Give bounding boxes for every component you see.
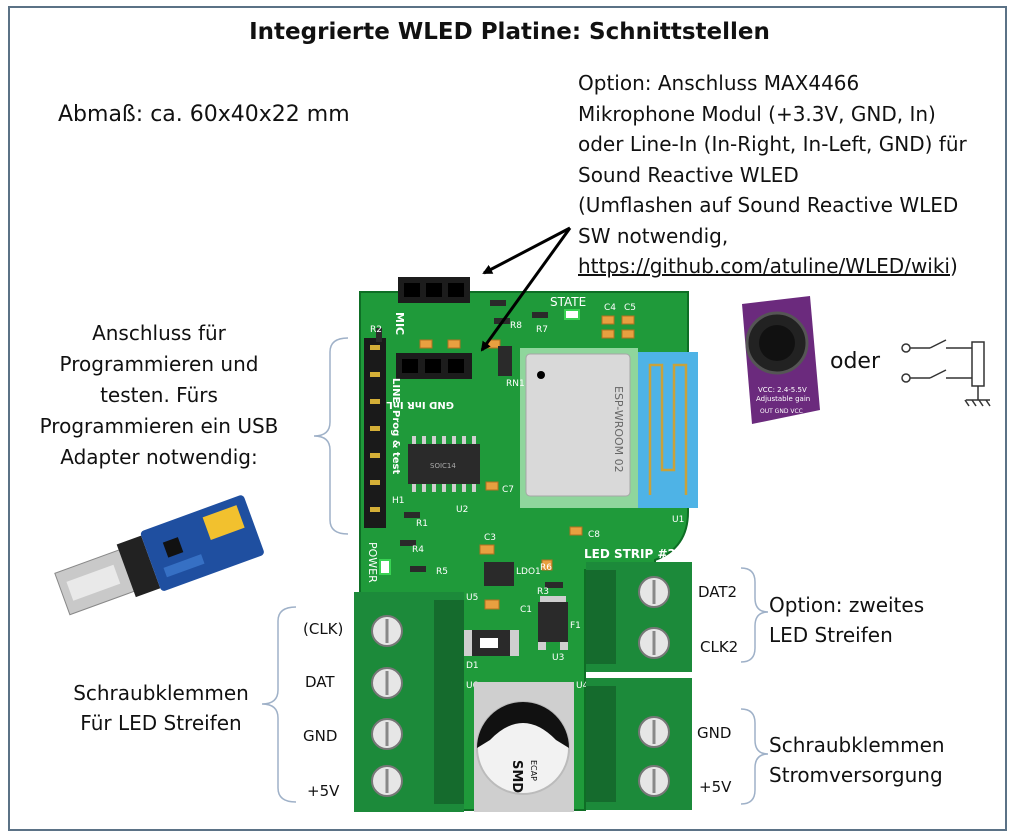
programming-line: Programmieren und bbox=[59, 352, 259, 376]
silk-u4: U4 bbox=[576, 681, 589, 691]
mic-pins-label: OUT GND VCC bbox=[760, 408, 803, 415]
silk-u3: U3 bbox=[552, 653, 564, 663]
silk-prog-test: Prog & test bbox=[390, 410, 401, 474]
silk-u2: U2 bbox=[456, 505, 468, 515]
terminal-label-power-5v: +5V bbox=[699, 778, 732, 796]
silk-power: POWER bbox=[366, 542, 379, 583]
silk-r6: R6 bbox=[540, 563, 552, 573]
mic-vcc-label: VCC: 2.4-5.5V bbox=[758, 386, 807, 394]
silk-d1: D1 bbox=[466, 661, 479, 671]
silk-r7: R7 bbox=[536, 325, 548, 335]
usb-adapter-image bbox=[54, 495, 264, 616]
silk-c1: C1 bbox=[520, 605, 532, 615]
cap-label-2: ECAP bbox=[529, 760, 538, 781]
silk-c8: C8 bbox=[588, 530, 600, 540]
silk-u6: U6 bbox=[466, 681, 479, 691]
silk-r8: R8 bbox=[510, 321, 522, 331]
silk-r1: R1 bbox=[416, 519, 428, 529]
silk-u1: U1 bbox=[672, 515, 684, 525]
caption-line: Stromversorgung bbox=[769, 763, 943, 787]
mic-note-link-line: https://github.com/atuline/WLED/wiki) bbox=[578, 251, 967, 282]
bracket-power-terminals bbox=[740, 708, 769, 805]
caption-line: Option: zweites bbox=[769, 593, 925, 617]
wifi-antenna bbox=[638, 352, 698, 508]
dimensions-note: Abmaß: ca. 60x40x22 mm bbox=[58, 102, 350, 127]
mic-note-line: Sound Reactive WLED bbox=[578, 162, 799, 187]
silk-pin-row: GND InR InL bbox=[386, 399, 454, 410]
terminal-label-5v: +5V bbox=[307, 782, 340, 800]
line-in-symbol bbox=[901, 339, 991, 407]
caption-line: Schraubklemmen bbox=[73, 681, 249, 705]
mic-note-line: oder Line-In (In-Right, In-Left, GND) fü… bbox=[578, 132, 967, 156]
soic-label: SOIC14 bbox=[430, 462, 456, 470]
silk-c7: C7 bbox=[502, 485, 514, 495]
fuse bbox=[538, 602, 568, 642]
led-terminal-block bbox=[354, 592, 464, 812]
terminal-label-power-gnd: GND bbox=[697, 724, 732, 742]
bracket-second-strip bbox=[740, 567, 769, 663]
silk-u5: U5 bbox=[466, 593, 478, 603]
mic-note-line: Mikrophone Modul (+3.3V, GND, In) bbox=[578, 101, 936, 126]
programming-line: Adapter notwendig: bbox=[60, 445, 258, 469]
silk-r4: R4 bbox=[412, 545, 424, 555]
terminal-label-dat: DAT bbox=[305, 673, 335, 691]
mic-note-line: (Umflashen auf Sound Reactive WLED bbox=[578, 193, 959, 217]
arrow-to-mic-header bbox=[482, 226, 571, 275]
wiki-link[interactable]: https://github.com/atuline/WLED/wiki bbox=[578, 254, 950, 278]
programming-note: Anschluss für Programmieren und testen. … bbox=[30, 318, 288, 473]
arrow-to-line-in-header bbox=[480, 227, 572, 352]
silk-r3: R3 bbox=[537, 587, 549, 597]
mic-module-image: VCC: 2.4-5.5V Adjustable gain OUT GND VC… bbox=[742, 296, 820, 424]
led-terminal-caption: Schraubklemmen Für LED Streifen bbox=[56, 678, 266, 738]
mic-note-line: SW notwendig, bbox=[578, 223, 729, 248]
mic-gain-label: Adjustable gain bbox=[756, 395, 810, 403]
silk-c5: C5 bbox=[624, 303, 636, 313]
silk-mic: MIC bbox=[393, 312, 406, 335]
caption-line: Für LED Streifen bbox=[80, 711, 242, 735]
second-strip-caption: Option: zweites LED Streifen bbox=[769, 590, 924, 650]
cap-label: SMD bbox=[509, 760, 524, 793]
mic-option-note: Option: Anschluss MAX4466 Mikrophone Mod… bbox=[578, 68, 967, 282]
silk-led-strip-2: LED STRIP #2 bbox=[584, 547, 676, 561]
silk-c4: C4 bbox=[604, 303, 616, 313]
terminal-label-dat2: DAT2 bbox=[698, 583, 738, 601]
esp-module-shield bbox=[525, 353, 631, 497]
programming-header bbox=[364, 338, 386, 528]
terminal-label-clk: (CLK) bbox=[303, 620, 344, 638]
or-label: oder bbox=[830, 349, 881, 374]
diagram-frame bbox=[8, 6, 1007, 831]
silk-rn1: RN1 bbox=[506, 379, 525, 389]
ldo-regulator bbox=[484, 562, 514, 586]
silk-r5: R5 bbox=[436, 567, 448, 577]
programming-line: testen. Fürs bbox=[100, 383, 218, 407]
silk-line: LINE bbox=[390, 378, 401, 403]
power-terminal-caption: Schraubklemmen Stromversorgung bbox=[769, 730, 945, 790]
terminal-label-clk2: CLK2 bbox=[700, 638, 739, 656]
silk-c3: C3 bbox=[484, 533, 496, 543]
silk-f1: F1 bbox=[570, 621, 581, 631]
silk-r2: R2 bbox=[370, 325, 382, 335]
bracket-programming bbox=[313, 337, 349, 535]
electrolytic-capacitor: SMD ECAP bbox=[474, 682, 574, 812]
soic-chip bbox=[408, 444, 480, 484]
esp-module-label: ESP-WROOM 02 bbox=[612, 386, 625, 473]
caption-line: LED Streifen bbox=[769, 623, 893, 647]
silk-state: STATE bbox=[550, 295, 586, 309]
second-strip-terminal-block bbox=[586, 562, 692, 672]
caption-line: Schraubklemmen bbox=[769, 733, 945, 757]
terminal-label-gnd: GND bbox=[303, 727, 338, 745]
link-suffix: ) bbox=[950, 254, 958, 278]
mic-note-line: Option: Anschluss MAX4466 bbox=[578, 71, 860, 95]
power-terminal-block bbox=[586, 678, 692, 810]
programming-line: Programmieren ein USB bbox=[39, 414, 279, 438]
bracket-led-terminals bbox=[261, 606, 297, 803]
silk-ldo1: LDO1 bbox=[516, 567, 541, 577]
silk-h1: H1 bbox=[392, 496, 405, 506]
page-title: Integrierte WLED Platine: Schnittstellen bbox=[249, 19, 770, 45]
programming-line: Anschluss für bbox=[92, 321, 226, 345]
